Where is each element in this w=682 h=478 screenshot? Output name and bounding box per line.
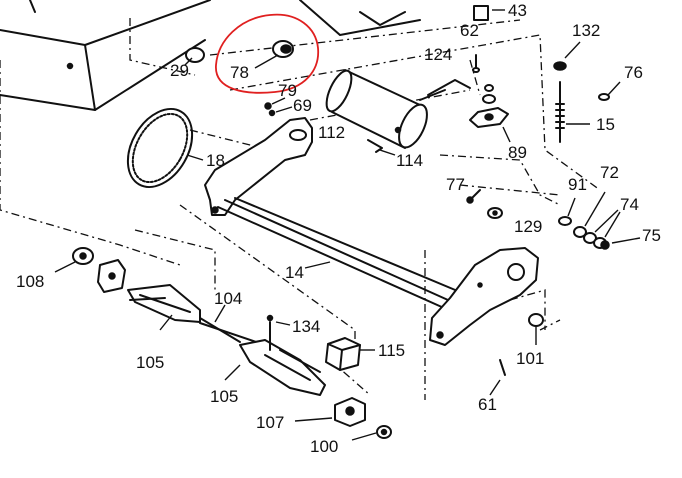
label-105-lower: 105	[210, 387, 238, 406]
part-62-screw	[472, 54, 480, 73]
part-105-lever-lower	[224, 339, 326, 396]
left-slider-block	[97, 259, 126, 293]
part-108-nut	[54, 247, 94, 273]
label-18: 18	[206, 151, 225, 170]
red-highlight-circle	[215, 13, 319, 94]
label-114: 114	[396, 151, 423, 170]
part-18-gear-belt	[126, 108, 204, 188]
part-134-screw	[266, 314, 291, 351]
chassis-housing	[0, 0, 421, 111]
part-61-screw	[489, 359, 506, 396]
label-124: 124	[424, 45, 452, 64]
label-132: 132	[572, 21, 600, 40]
part-43-pin	[473, 5, 505, 21]
label-107: 107	[256, 413, 284, 432]
label-89: 89	[508, 143, 527, 162]
part-79-screw	[264, 97, 286, 110]
label-134: 134	[292, 317, 320, 336]
label-75: 75	[642, 226, 661, 245]
part-29-bearing	[184, 47, 205, 66]
label-105-upper: 105	[136, 353, 164, 372]
part-89-bracket	[469, 84, 511, 143]
part-15-stud	[555, 81, 590, 143]
label-62: 62	[460, 21, 479, 40]
label-108: 108	[16, 272, 44, 291]
part-labels: 43 62 132 29 78 124 76 79 69 112 15 18 1…	[16, 1, 661, 456]
part-101-bushing	[528, 313, 544, 345]
part-69-washer	[268, 106, 293, 117]
part-76-washer	[598, 81, 621, 101]
label-115: 115	[378, 341, 405, 360]
label-129: 129	[514, 217, 542, 236]
label-100: 100	[310, 437, 338, 456]
label-77: 77	[446, 175, 465, 194]
label-78: 78	[230, 63, 249, 82]
label-29: 29	[170, 61, 189, 80]
label-91: 91	[568, 175, 587, 194]
part-112-motor	[325, 69, 471, 149]
part-114-clip	[367, 139, 396, 156]
label-112: 112	[318, 123, 345, 142]
part-132-knob	[553, 41, 581, 71]
label-79: 79	[278, 81, 297, 100]
part-78-bushing	[254, 40, 294, 69]
part-100-nut	[351, 425, 392, 441]
part-91-pin	[558, 197, 576, 226]
label-72: 72	[600, 163, 619, 182]
label-14: 14	[285, 263, 304, 282]
label-43: 43	[508, 1, 527, 20]
part-105-lever-upper	[127, 284, 241, 343]
label-74: 74	[620, 195, 639, 214]
label-15: 15	[596, 115, 615, 134]
part-129-washer	[487, 207, 503, 219]
label-61: 61	[478, 395, 497, 414]
part-77-screw	[466, 189, 481, 204]
label-101: 101	[516, 349, 544, 368]
label-69: 69	[293, 96, 312, 115]
part-72-74-75-washers	[573, 191, 641, 250]
label-76: 76	[624, 63, 643, 82]
part-14-shaft	[217, 197, 461, 309]
label-104: 104	[214, 289, 242, 308]
right-side-plate	[429, 247, 539, 346]
part-115-block	[325, 337, 375, 371]
left-side-plate	[204, 117, 313, 216]
part-107-block	[294, 397, 366, 427]
